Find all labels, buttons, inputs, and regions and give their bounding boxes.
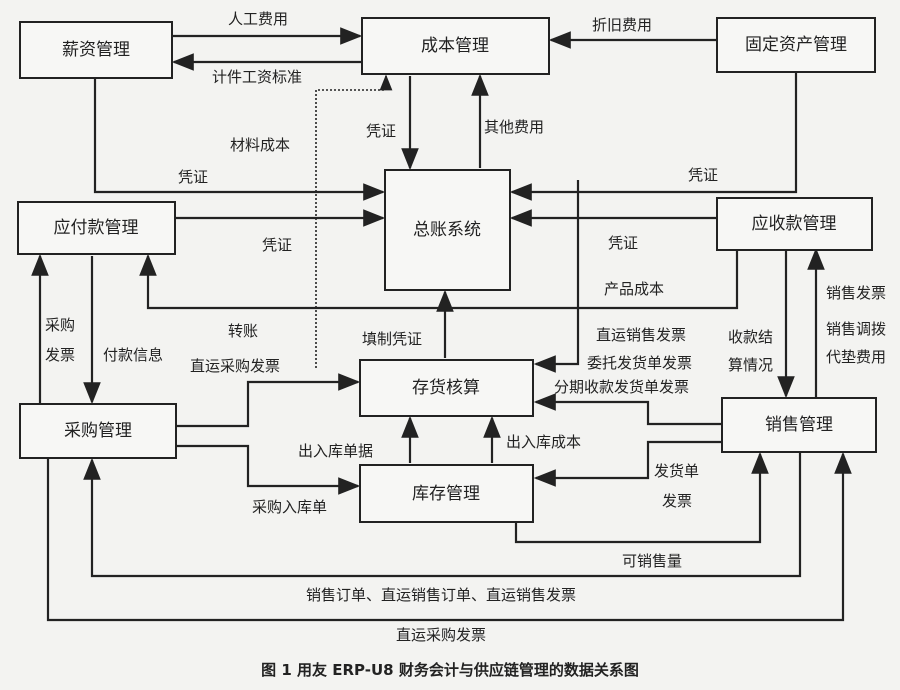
label-purchase-invoice: 采购 (45, 316, 75, 334)
box-stock: 库存管理 (359, 464, 534, 523)
label-direct-purchase-invoice-bottom: 直运采购发票 (396, 626, 486, 644)
label-collection-settlement: 算情况 (728, 356, 773, 374)
label-voucher: 凭证 (366, 122, 396, 140)
label-direct-purchase-invoice: 直运采购发票 (190, 357, 280, 375)
label-depreciation: 折旧费用 (592, 16, 652, 34)
box-sales: 销售管理 (721, 397, 877, 453)
label-io-cost: 出入库成本 (506, 433, 581, 451)
box-inventory-accounting: 存货核算 (359, 359, 534, 417)
box-general-ledger: 总账系统 (384, 169, 511, 291)
box-salary: 薪资管理 (19, 21, 173, 79)
label-voucher: 凭证 (608, 234, 638, 252)
edge-labels: 人工费用 计件工资标准 折旧费用 材料成本 凭证 其他费用 凭证 凭证 凭证 凭… (45, 10, 886, 644)
label-other-expense: 其他费用 (484, 118, 544, 136)
label-product-cost: 产品成本 (604, 280, 664, 298)
box-purchasing: 采购管理 (19, 403, 177, 459)
box-fixed-assets: 固定资产管理 (716, 17, 876, 73)
box-fixed-assets-label: 固定资产管理 (745, 35, 847, 55)
label-purchase-invoice: 发票 (45, 346, 75, 364)
label-purchase-receipt: 采购入库单 (252, 498, 327, 516)
label-direct-sales-invoice: 直运销售发票 (596, 326, 686, 344)
box-cost: 成本管理 (361, 17, 550, 75)
box-payables: 应付款管理 (17, 201, 176, 255)
box-general-ledger-label: 总账系统 (413, 220, 481, 240)
label-sales-transfer: 销售调拨 (826, 320, 886, 338)
label-material-cost: 材料成本 (230, 136, 290, 154)
box-inventory-accounting-label: 存货核算 (412, 378, 480, 398)
connectors (31, 27, 852, 622)
label-delivery-invoice: 发票 (662, 492, 692, 510)
box-receivables: 应收款管理 (716, 197, 873, 251)
label-installment-invoice: 分期收款发货单发票 (554, 378, 689, 396)
label-consignment-invoice: 委托发货单发票 (587, 354, 692, 372)
label-sales-orders: 销售订单、直运销售订单、直运销售发票 (306, 586, 576, 604)
label-advance-expense: 代垫费用 (826, 348, 886, 366)
box-stock-label: 库存管理 (412, 484, 480, 504)
label-io-docs: 出入库单据 (298, 442, 373, 460)
label-available-qty: 可销售量 (622, 552, 682, 570)
label-make-voucher: 填制凭证 (362, 330, 422, 348)
box-salary-label: 薪资管理 (62, 40, 130, 60)
box-payables-label: 应付款管理 (54, 218, 139, 238)
box-cost-label: 成本管理 (421, 36, 489, 56)
label-voucher: 凭证 (262, 236, 292, 254)
label-collection-settlement: 收款结 (728, 328, 773, 346)
label-delivery-note: 发货单 (654, 462, 699, 480)
label-voucher: 凭证 (688, 166, 718, 184)
box-purchasing-label: 采购管理 (64, 421, 132, 441)
box-sales-label: 销售管理 (765, 415, 833, 435)
label-labor-cost: 人工费用 (228, 10, 288, 28)
label-voucher: 凭证 (178, 168, 208, 186)
label-transfer: 转账 (228, 322, 258, 340)
figure-caption: 图 1 用友 ERP-U8 财务会计与供应链管理的数据关系图 (261, 661, 639, 679)
box-receivables-label: 应收款管理 (752, 214, 837, 234)
label-sales-invoice: 销售发票 (826, 284, 886, 302)
label-piece-rate: 计件工资标准 (212, 68, 302, 86)
label-payment-info: 付款信息 (103, 346, 163, 364)
